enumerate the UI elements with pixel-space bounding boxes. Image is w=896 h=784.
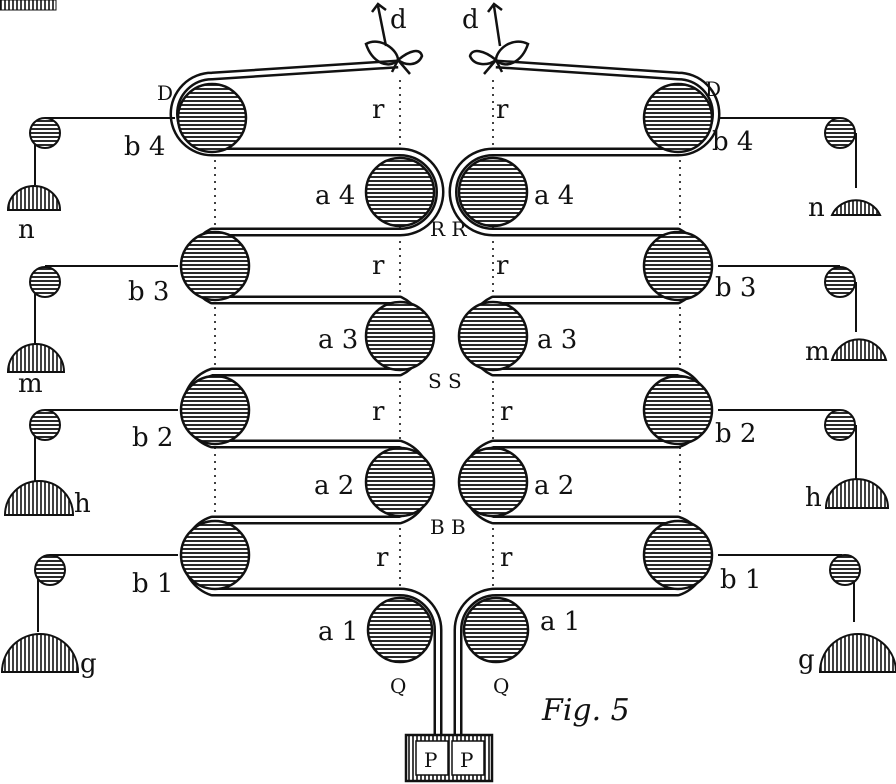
label-r-4l: r [376, 543, 389, 573]
pulley-b4-left [176, 82, 248, 154]
pulley-b2-right [642, 374, 714, 446]
label-P-left: P [424, 748, 437, 772]
pulley-b2-left [179, 374, 251, 446]
pulley-a3-left [364, 300, 436, 372]
figure-caption: Fig. 5 [541, 693, 630, 728]
label-Q-left: Q [390, 674, 406, 698]
label-d-left: d [390, 5, 407, 35]
label-b2-left: b 2 [132, 423, 173, 453]
pulley-a2-left [364, 446, 436, 518]
label-RR: R R [430, 217, 467, 241]
label-a1-right: a 1 [540, 607, 580, 637]
label-a3-left: a 3 [318, 325, 358, 355]
weight-m-right [830, 338, 888, 361]
label-a2-left: a 2 [314, 471, 354, 501]
pulley-b4-right [642, 82, 714, 154]
label-r-4r: r [500, 543, 513, 573]
label-b2-right: b 2 [715, 419, 756, 449]
pulley-a1-right [462, 596, 530, 664]
weight-h-left [3, 480, 75, 516]
pulley-b3-right [642, 230, 714, 302]
label-D-left: D [157, 81, 173, 105]
label-m-right: m [805, 337, 830, 367]
weight-g-left [0, 633, 80, 673]
label-BB: B B [430, 515, 466, 539]
label-b1-left: b 1 [132, 569, 173, 599]
label-r-1l: r [372, 95, 385, 125]
label-b4-left: b 4 [124, 132, 165, 162]
label-d-right: d [462, 5, 479, 35]
weight-h-right [824, 478, 890, 509]
label-r-1r: r [496, 95, 509, 125]
label-SS: S S [428, 369, 462, 393]
label-b1-right: b 1 [720, 565, 761, 595]
label-r-2l: r [372, 251, 385, 281]
weight-m-left [6, 343, 66, 373]
pulley-a4-left [364, 156, 436, 228]
label-h-left: h [74, 489, 91, 519]
label-a2-right: a 2 [534, 471, 574, 501]
top-knots [364, 2, 530, 75]
weight-g-right [818, 633, 896, 673]
label-n-right: n [808, 193, 825, 223]
label-P-right: P [460, 748, 473, 772]
label-a4-right: a 4 [534, 181, 574, 211]
label-b3-right: b 3 [715, 273, 756, 303]
pulley-a2-right [457, 446, 529, 518]
label-a3-right: a 3 [537, 325, 577, 355]
label-a1-left: a 1 [318, 617, 358, 647]
label-D-right: D [705, 77, 721, 101]
pulley-a3-right [457, 300, 529, 372]
label-n-left: n [18, 215, 35, 245]
weight-strings [34, 117, 857, 632]
label-r-3r: r [500, 397, 513, 427]
pulley-b3-left [179, 230, 251, 302]
label-r-2r: r [496, 251, 509, 281]
pulley-a1-left [366, 596, 434, 664]
label-b4-right: b 4 [712, 127, 753, 157]
weights [0, 185, 896, 673]
label-Q-right: Q [493, 674, 509, 698]
pulley-b1-right [642, 519, 714, 591]
pulley-a4-right [457, 156, 529, 228]
labels: d d D D b 4 b 4 b 3 b 3 b 2 b 2 b 1 b 1 … [18, 5, 830, 772]
weight-n-left [6, 185, 62, 211]
label-g-left: g [80, 649, 97, 679]
weight-n-right [830, 199, 882, 216]
label-r-3l: r [372, 397, 385, 427]
label-a4-left: a 4 [315, 181, 355, 211]
weight-box [404, 733, 494, 783]
small-pulleys [29, 117, 861, 586]
label-h-right: h [805, 483, 822, 513]
label-b3-left: b 3 [128, 277, 169, 307]
corner-fragment [0, 0, 57, 11]
pulleys-a [364, 156, 530, 664]
pulleys-b [176, 82, 714, 591]
label-g-right: g [798, 645, 815, 675]
label-m-left: m [18, 369, 43, 399]
pulley-b1-left [179, 519, 251, 591]
